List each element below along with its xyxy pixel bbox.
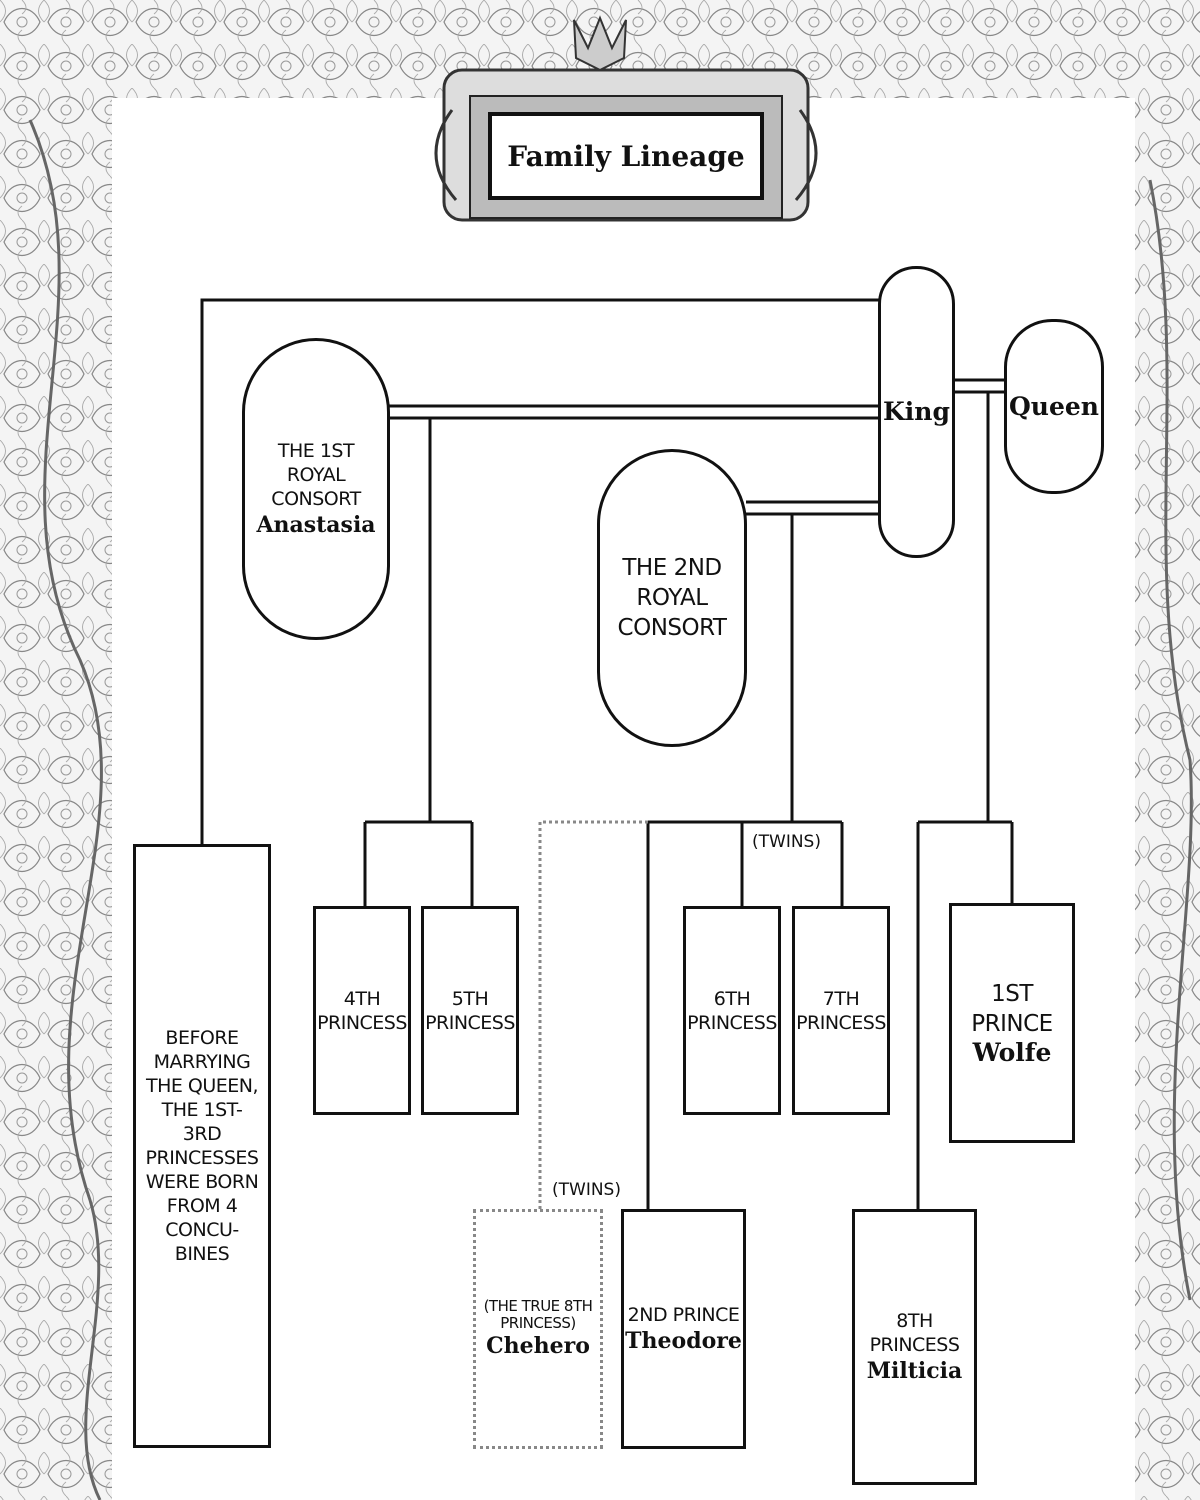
title-plaque: Family Lineage bbox=[488, 112, 764, 200]
connector-consort1-children bbox=[363, 418, 474, 908]
connector-king-queen bbox=[954, 378, 1004, 394]
king-name: King bbox=[883, 397, 950, 426]
prince2-name: Theodore bbox=[625, 1328, 742, 1354]
prince2-node: 2ND PRINCE Theodore bbox=[621, 1209, 746, 1449]
prince1-node: 1ST PRINCE Wolfe bbox=[949, 903, 1075, 1143]
prince1-name: Wolfe bbox=[972, 1038, 1052, 1067]
princess7-node: 7TH PRINCESS bbox=[792, 906, 890, 1115]
chehero-name: Chehero bbox=[486, 1333, 590, 1359]
consort2-node: THE 2ND ROYAL CONSORT bbox=[597, 449, 747, 747]
chehero-node: (THE TRUE 8TH PRINCESS) Chehero bbox=[473, 1209, 603, 1449]
chehero-caption: (THE TRUE 8TH PRINCESS) bbox=[483, 1297, 593, 1332]
connector-consort2-children bbox=[646, 514, 844, 1212]
princess6-node: 6TH PRINCESS bbox=[683, 906, 781, 1115]
princess4-caption: 4TH PRINCESS bbox=[317, 987, 407, 1034]
queen-name: Queen bbox=[1009, 391, 1099, 421]
princess8-caption: 8TH PRINCESS bbox=[869, 1310, 960, 1356]
concubines-note-caption: BEFORE MARRYING THE QUEEN, THE 1ST-3RD P… bbox=[145, 1027, 259, 1265]
king-node: King bbox=[878, 266, 955, 558]
consort1-name: Anastasia bbox=[256, 512, 376, 538]
consort1-caption: THE 1ST ROYAL CONSORT bbox=[271, 440, 361, 510]
connector-dotted-chehero bbox=[538, 820, 648, 1212]
consort2-caption: THE 2ND ROYAL CONSORT bbox=[617, 555, 727, 641]
princess4-node: 4TH PRINCESS bbox=[313, 906, 411, 1115]
concubines-note-node: BEFORE MARRYING THE QUEEN, THE 1ST-3RD P… bbox=[133, 844, 271, 1448]
prince2-caption: 2ND PRINCE bbox=[627, 1304, 740, 1326]
princess5-node: 5TH PRINCESS bbox=[421, 906, 519, 1115]
consort1-node: THE 1ST ROYAL CONSORT Anastasia bbox=[242, 338, 390, 640]
princess8-node: 8TH PRINCESS Milticia bbox=[852, 1209, 977, 1485]
page-title: Family Lineage bbox=[507, 139, 745, 173]
connector-king-consort1 bbox=[389, 404, 880, 420]
twins-label-upper: (TWINS) bbox=[752, 832, 821, 852]
connector-king-consort2 bbox=[746, 500, 880, 516]
prince1-caption: 1ST PRINCE bbox=[971, 981, 1053, 1037]
connector-queen-children bbox=[916, 392, 1014, 1212]
connector-king-concubines bbox=[200, 298, 880, 848]
princess5-caption: 5TH PRINCESS bbox=[425, 987, 515, 1034]
queen-node: Queen bbox=[1004, 319, 1104, 494]
princess8-name: Milticia bbox=[866, 1358, 963, 1384]
princess7-caption: 7TH PRINCESS bbox=[796, 987, 886, 1034]
princess6-caption: 6TH PRINCESS bbox=[687, 987, 777, 1034]
twins-label-lower: (TWINS) bbox=[552, 1180, 621, 1200]
